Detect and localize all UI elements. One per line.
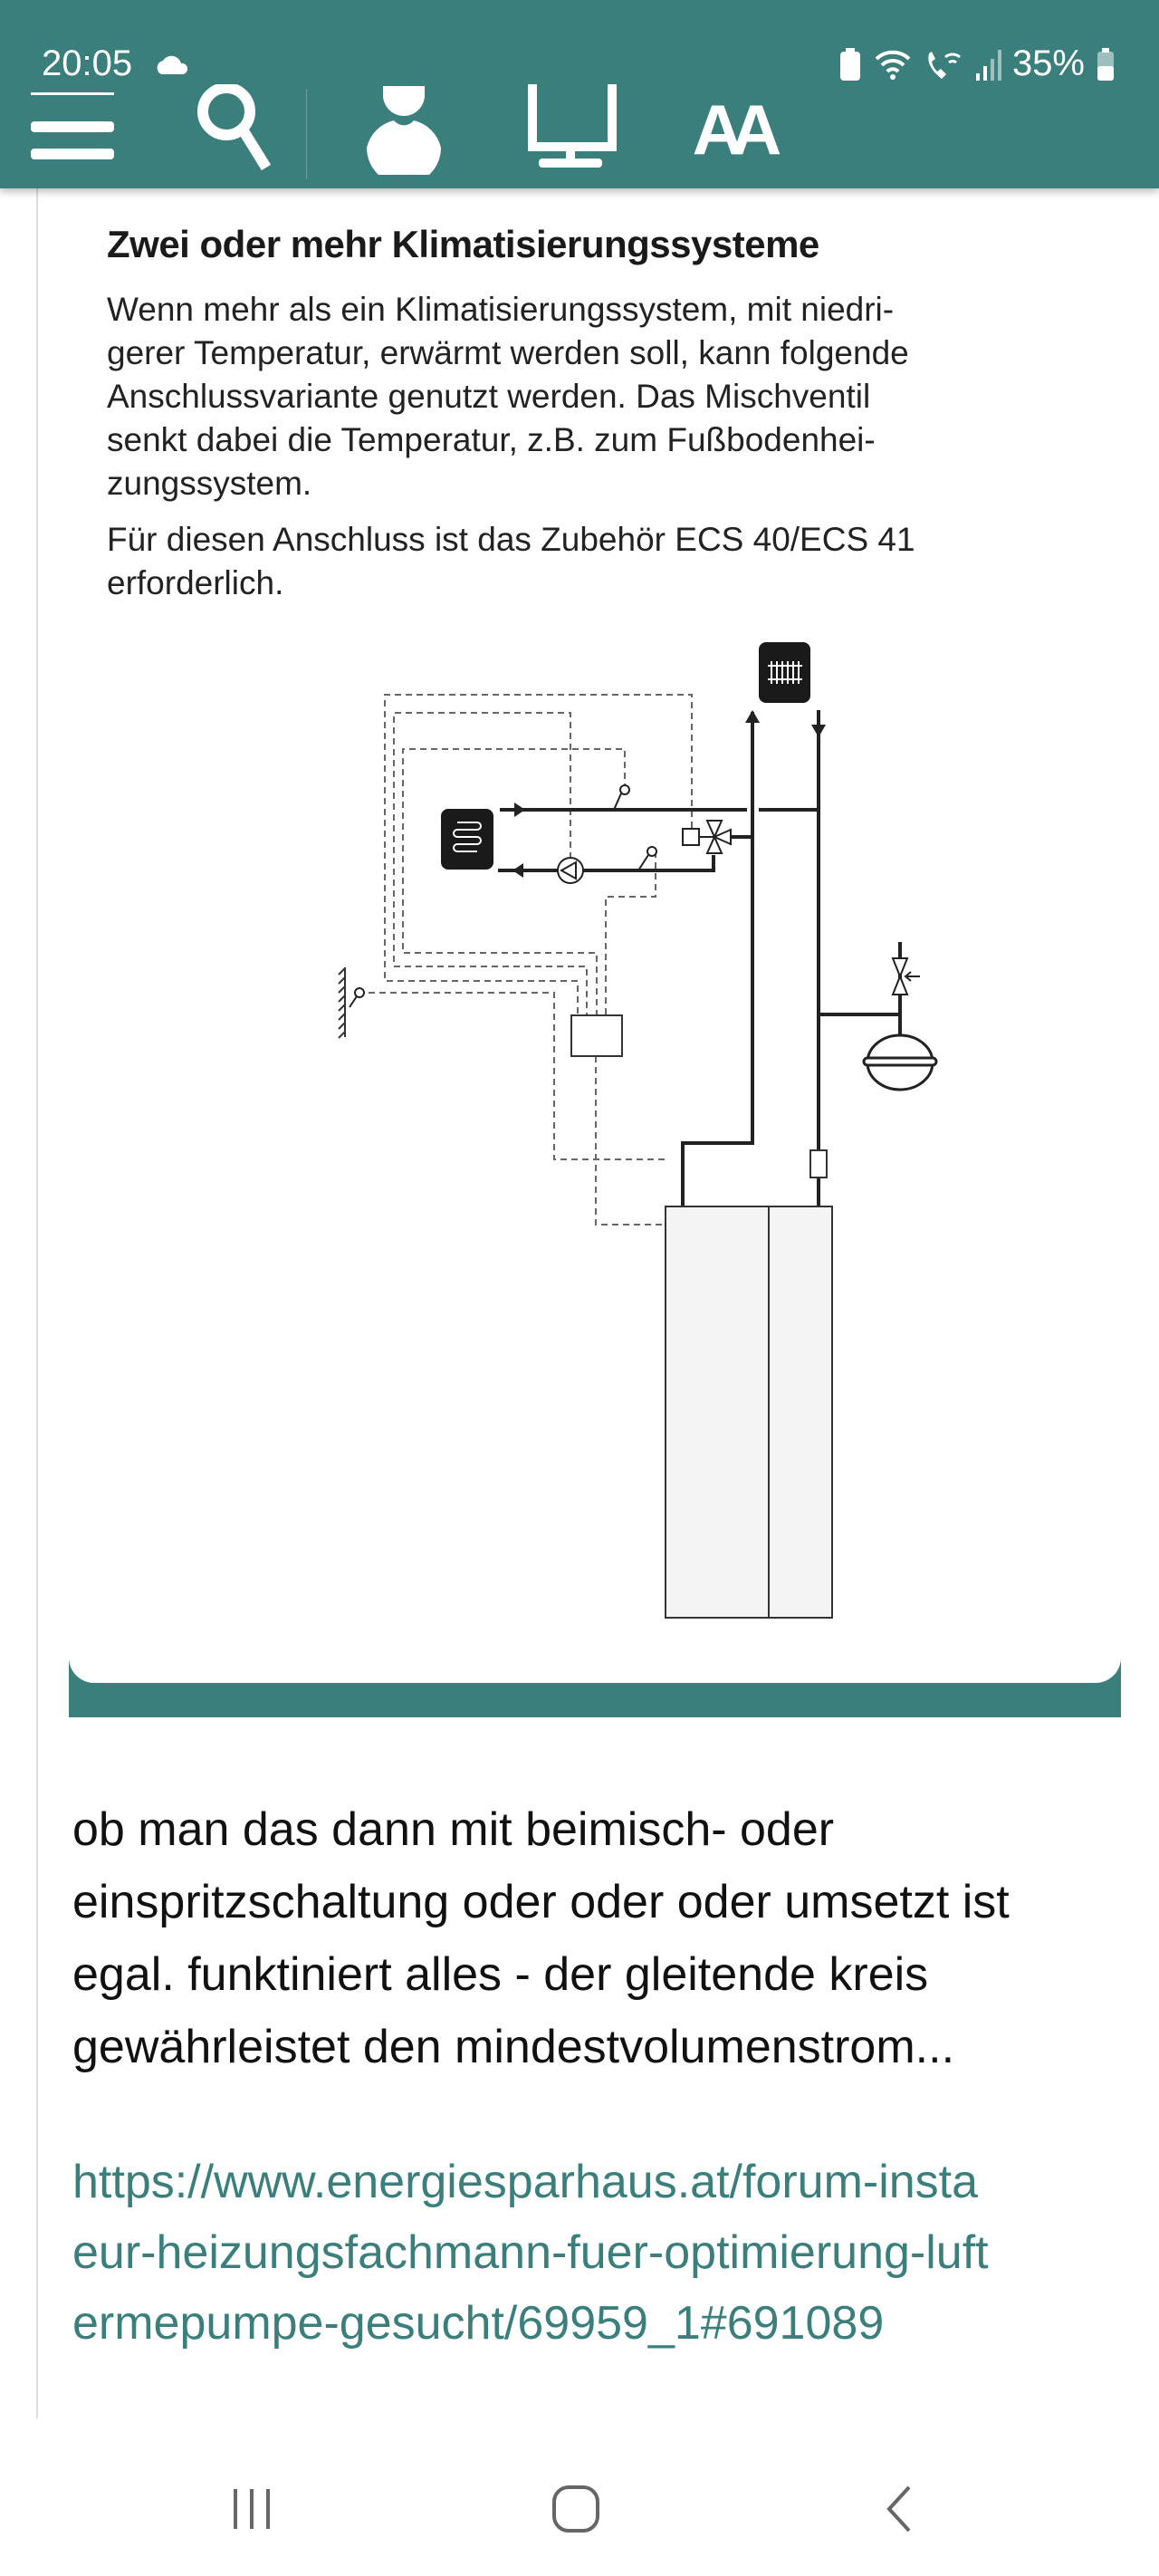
signal-icon <box>975 49 1001 81</box>
font-size-button[interactable]: AA <box>681 89 782 170</box>
forum-post-text: ob man das dann mit beimisch- oder einsp… <box>72 1793 1159 2083</box>
expansion-vessel-icon <box>862 1033 938 1091</box>
radiator-glyph <box>768 661 802 684</box>
text-line: senkt dabei die Temperatur, z.B. zum Fuß… <box>107 421 876 458</box>
search-button[interactable] <box>186 84 285 171</box>
link-line[interactable]: ermepumpe-gesucht/69959_1#691089 <box>72 2297 885 2350</box>
wifi-calling-icon <box>928 51 961 79</box>
temperature-sensor-icons <box>349 784 657 1008</box>
home-icon <box>552 2485 599 2533</box>
recent-apps-icon <box>234 2489 270 2529</box>
text-line: egal. funktiniert alles - der gleitende … <box>72 1948 929 2001</box>
text-line: einspritzschaltung oder oder oder umsetz… <box>72 1876 1010 1928</box>
heat-pump-unit <box>665 1206 770 1619</box>
text-line: gerer Temperatur, erwärmt werden soll, k… <box>107 334 909 371</box>
battery-percent: 35% <box>1011 43 1085 83</box>
user-icon <box>367 86 441 175</box>
cloud-sync-icon <box>157 55 188 74</box>
search-icon <box>197 84 272 171</box>
home-button[interactable] <box>531 2473 621 2545</box>
back-button[interactable] <box>855 2473 945 2545</box>
document-body: Wenn mehr als ein Klimatisierungssystem,… <box>107 288 1094 618</box>
account-button[interactable] <box>358 86 448 175</box>
monitor-icon <box>528 84 617 168</box>
floor-heating-icon <box>441 809 493 870</box>
status-time: 20:05 <box>42 43 133 83</box>
text-line: zungssystem. <box>107 465 312 502</box>
text-line: gewährleistet den mindestvolumenstrom... <box>72 2021 955 2073</box>
text-line: erforderlich. <box>107 564 284 601</box>
text-line: Anschlussvariante genutzt werden. Das Mi… <box>107 378 871 415</box>
back-icon <box>886 2485 911 2533</box>
control-module-box <box>570 1014 623 1057</box>
floor-heating-glyph <box>453 822 482 852</box>
flow-meter-icon <box>809 1149 828 1178</box>
system-icons: 35% <box>838 43 1116 84</box>
document-paragraph: Wenn mehr als ein Klimatisierungssystem,… <box>107 288 1094 505</box>
pipes <box>498 710 902 1206</box>
mixing-valve-icon <box>682 820 732 854</box>
app-header: 20:05 35% AA <box>0 0 1159 188</box>
circulation-pump-icon <box>557 857 584 884</box>
control-wiring <box>358 694 693 1226</box>
text-line: Wenn mehr als ein Klimatisierungssystem,… <box>107 291 895 328</box>
radiator-icon <box>759 642 810 703</box>
battery-icon <box>1097 47 1114 81</box>
system-navigation-bar <box>0 2446 1159 2576</box>
thread-indent-line <box>36 188 38 2418</box>
recent-apps-button[interactable] <box>206 2473 297 2545</box>
flow-arrows <box>512 710 826 878</box>
quoted-document-card <box>69 188 1121 1683</box>
battery-saver-icon <box>839 47 860 81</box>
menu-button[interactable] <box>24 89 114 170</box>
hamburger-menu-icon <box>31 92 114 159</box>
link-line[interactable]: eur-heizungsfachmann-fuer-optimierung-lu… <box>72 2226 989 2279</box>
toolbar: AA <box>0 84 1159 179</box>
outdoor-wall-icon <box>338 967 346 1039</box>
text-line: Für diesen Anschluss ist das Zubehör ECS… <box>107 521 915 558</box>
status-bar: 20:05 35% <box>0 43 1159 89</box>
forum-link[interactable]: https://www.energiesparhaus.at/forum-ins… <box>72 2147 1159 2359</box>
hot-water-tank <box>768 1206 833 1619</box>
link-line[interactable]: https://www.energiesparhaus.at/forum-ins… <box>72 2156 979 2208</box>
toolbar-divider <box>306 89 307 179</box>
presentation-button[interactable] <box>521 84 620 170</box>
heating-schematic-diagram <box>338 642 938 1619</box>
text-line: ob man das dann mit beimisch- oder <box>72 1803 835 1856</box>
document-paragraph: Für diesen Anschluss ist das Zubehör ECS… <box>107 518 1094 605</box>
font-size-icon: AA <box>692 89 782 169</box>
safety-valve-icon <box>891 957 920 995</box>
document-heading: Zwei oder mehr Klimatisierungssysteme <box>107 223 819 265</box>
wifi-icon <box>875 50 911 80</box>
